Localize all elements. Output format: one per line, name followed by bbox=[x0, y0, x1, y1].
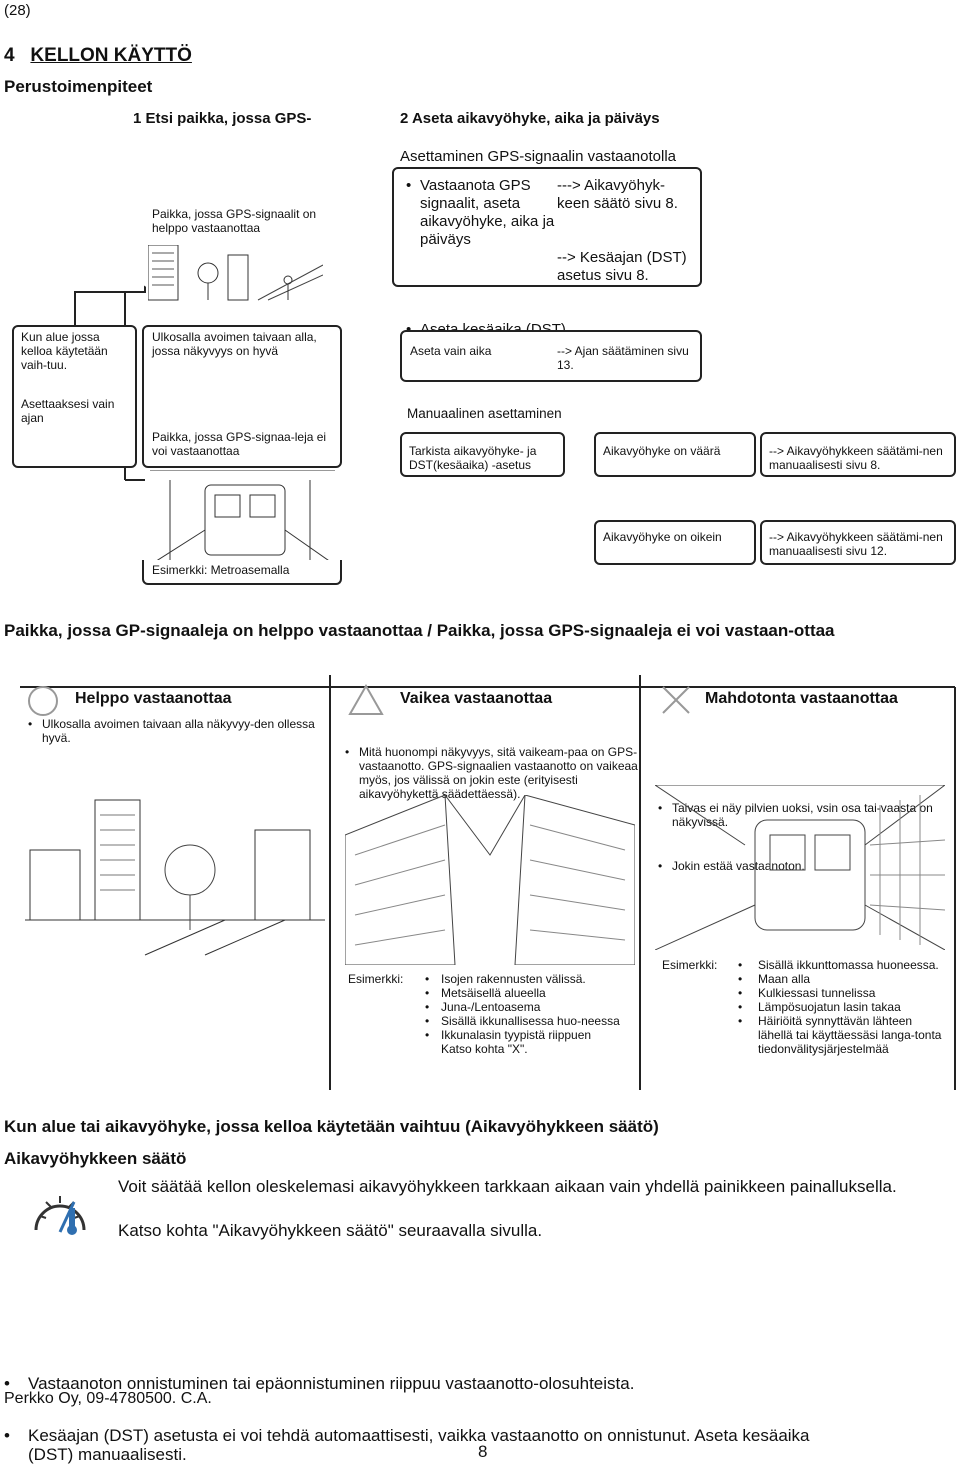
outdoor-label: Ulkosalla avoimen taivaan alla, jossa nä… bbox=[152, 330, 317, 358]
column-frame bbox=[20, 675, 956, 1090]
section-number: 4 bbox=[4, 45, 15, 66]
section-subtitle: Perustoimenpiteet bbox=[4, 77, 153, 96]
flow-connectors bbox=[74, 270, 146, 481]
tz-change-heading: Kun alue tai aikavyöhyke, jossa kelloa k… bbox=[4, 1117, 659, 1136]
col2-example-1: Isojen rakennusten välissä. bbox=[425, 972, 625, 986]
col2-example-5: Ikkunalasin tyypistä riippuen Katso koht… bbox=[425, 1028, 625, 1056]
col2-example-2: Metsäisellä alueella bbox=[425, 986, 625, 1000]
note-1: Vastaanoton onnistuminen tai epäonnistum… bbox=[4, 1374, 928, 1394]
area-change-label: Kun alue jossa kelloa käytetään vaih-tuu… bbox=[21, 330, 108, 372]
set-time-box: Aseta vain aika --> Ajan säätäminen sivu… bbox=[400, 330, 702, 382]
col3-example-4: Lämpösuojatun lasin takaa bbox=[738, 1000, 948, 1014]
col2-example-3: Juna-/Lentoasema bbox=[425, 1000, 625, 1014]
col2-example-list: Isojen rakennusten välissä. Metsäisellä … bbox=[425, 972, 625, 1056]
easy-place-box: Paikka, jossa GPS-signaalit on helppo va… bbox=[142, 167, 327, 301]
col2-title: Vaikea vastaanottaa bbox=[400, 690, 553, 707]
note-2: Kesäajan (DST) asetusta ei voi tehdä aut… bbox=[4, 1426, 848, 1464]
tz-right-text: Aikavyöhyke on oikein bbox=[603, 530, 722, 544]
example-metro: Esimerkki: Metroasemalla bbox=[152, 563, 290, 577]
col3-example-1: Sisällä ikkunttomassa huoneessa. bbox=[738, 958, 948, 972]
gps-receive-box: Vastaanota GPS signaalit, aseta aikavyöh… bbox=[392, 167, 702, 356]
check-tz-text: Tarkista aikavyöhyke- ja DST(kesäaika) -… bbox=[409, 444, 537, 472]
metro-example-box: Esimerkki: Metroasemalla bbox=[142, 560, 342, 585]
gps-ref-1: ---> Aikavyöhyk-keen säätö sivu 8. bbox=[557, 177, 678, 212]
no-signal-label: Paikka, jossa GPS-signaa-leja ei voi vas… bbox=[152, 430, 327, 458]
col3-example-3: Kulkiessasi tunnelissa bbox=[738, 986, 948, 1000]
col3-example-label: Esimerkki: bbox=[662, 958, 718, 972]
tz-wrong-ref: --> Aikavyöhykkeen säätämi-nen manuaalis… bbox=[769, 444, 943, 472]
time-only-label: Asettaaksesi vain ajan bbox=[21, 397, 115, 425]
tz-wrong-text: Aikavyöhyke on väärä bbox=[603, 444, 721, 458]
col3-example-list: Sisällä ikkunttomassa huoneessa. Maan al… bbox=[738, 958, 948, 1056]
tz-adjust-heading: Aikavyöhykkeen säätö bbox=[4, 1149, 187, 1168]
check-tz-box: Tarkista aikavyöhyke- ja DST(kesäaika) -… bbox=[400, 432, 565, 477]
gps-ref-2: --> Kesäajan (DST) asetus sivu 8. bbox=[557, 249, 687, 284]
col1-title: Helppo vastaanottaa bbox=[75, 690, 232, 707]
time-adjust-ref: --> Ajan säätäminen sivu 13. bbox=[557, 344, 689, 372]
reception-heading: Paikka, jossa GP-signaaleja on helppo va… bbox=[4, 621, 835, 640]
metro-large-illustration bbox=[655, 785, 945, 950]
tz-text-1: Voit säätää kellon oleskelemasi aikavyöh… bbox=[118, 1177, 897, 1196]
tz-right-box: Aikavyöhyke on oikein bbox=[594, 520, 756, 565]
easy-place-label: Paikka, jossa GPS-signaalit on helppo va… bbox=[152, 207, 317, 235]
page-number: 8 bbox=[478, 1442, 488, 1461]
city-park-large-illustration bbox=[25, 799, 325, 956]
city-park-illustration bbox=[148, 245, 323, 301]
tz-right-ref: --> Aikavyöhykkeen säätämi-nen manuaalis… bbox=[769, 530, 943, 558]
col2-example-4: Sisällä ikkunallisessa huo-neessa bbox=[425, 1014, 625, 1028]
col2-bullet-1: Mitä huonompi näkyvyys, sitä vaikeam-paa… bbox=[345, 745, 644, 801]
page-label-top: (28) bbox=[4, 2, 31, 19]
triangle-icon bbox=[348, 684, 384, 715]
col3-example-2: Maan alla bbox=[738, 972, 948, 986]
gps-receive-title: Asettaminen GPS-signaalin vastaanotolla bbox=[400, 148, 676, 165]
step-2: 2 Aseta aikavyöhyke, aika ja päiväys bbox=[400, 110, 660, 127]
tz-text-2: Katso kohta "Aikavyöhykkeen säätö" seura… bbox=[118, 1221, 543, 1240]
cross-icon bbox=[662, 686, 690, 714]
col1-bullet-1: Ulkosalla avoimen taivaan alla näkyvyy-d… bbox=[28, 717, 327, 745]
set-time-only: Aseta vain aika bbox=[410, 344, 492, 358]
footer-contact: Perkko Oy, 09-4780500. C.A. bbox=[4, 1390, 212, 1407]
section-title: 4 KELLON KÄYTTÖ bbox=[4, 45, 192, 67]
step-1: 1 Etsi paikka, jossa GPS- bbox=[133, 110, 312, 127]
metro-illustration bbox=[150, 470, 335, 565]
col3-example-5: Häiriöitä synnyttävän lähteen lähellä ta… bbox=[738, 1014, 948, 1056]
manual-title: Manuaalinen asettaminen bbox=[407, 406, 562, 421]
area-change-box: Kun alue jossa kelloa käytetään vaih-tuu… bbox=[12, 325, 137, 468]
outdoor-box: Ulkosalla avoimen taivaan alla, jossa nä… bbox=[142, 325, 342, 468]
circle-icon bbox=[28, 686, 58, 716]
col2-example-label: Esimerkki: bbox=[348, 972, 404, 986]
col3-title: Mahdotonta vastaanottaa bbox=[705, 690, 898, 707]
col3-bullet-1: Taivas ei näy pilvien uoksi, vsin osa ta… bbox=[658, 801, 957, 829]
tall-buildings-illustration bbox=[345, 795, 635, 965]
gps-bullet-1: Vastaanota GPS signaalit, aseta aikavyöh… bbox=[406, 177, 560, 249]
section-title-text: KELLON KÄYTTÖ bbox=[30, 45, 192, 66]
tz-right-ref-box: --> Aikavyöhykkeen säätämi-nen manuaalis… bbox=[760, 520, 956, 565]
timezone-gauge-icon bbox=[34, 1196, 86, 1235]
tz-wrong-box: Aikavyöhyke on väärä bbox=[594, 432, 756, 477]
tz-wrong-ref-box: --> Aikavyöhykkeen säätämi-nen manuaalis… bbox=[760, 432, 956, 477]
